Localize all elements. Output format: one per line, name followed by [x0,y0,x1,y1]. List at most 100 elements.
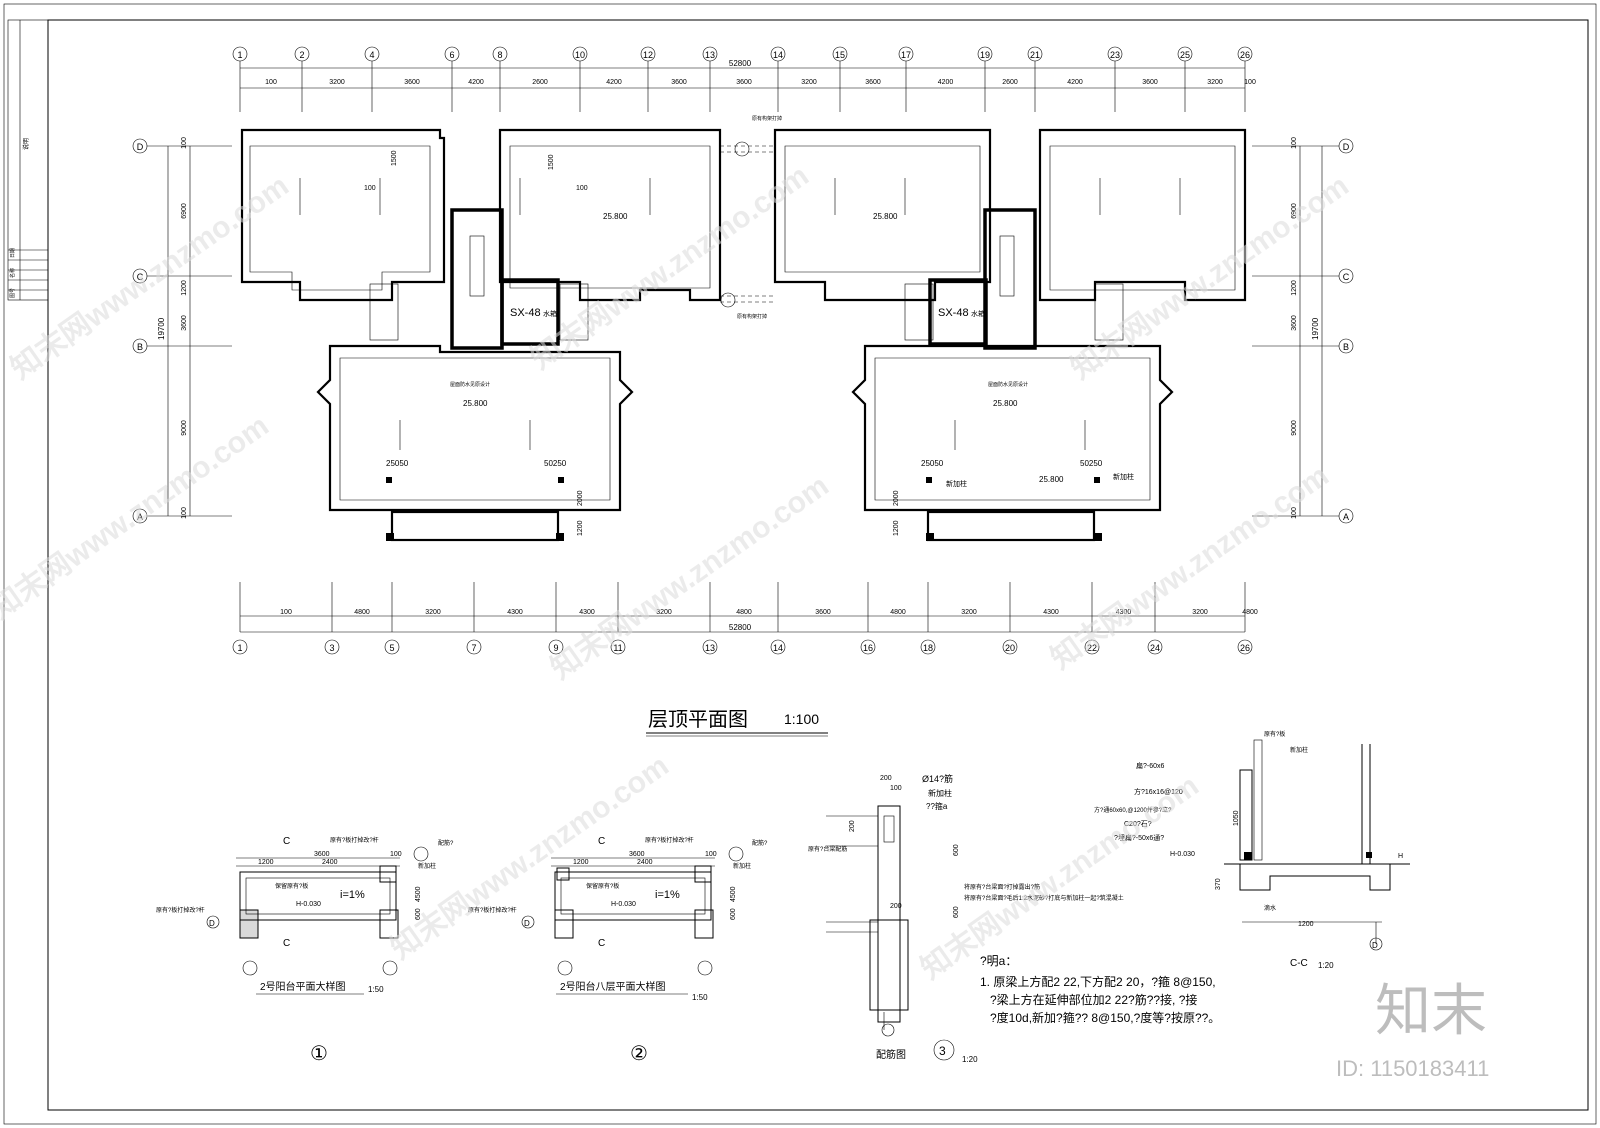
new-col-1: 新加柱 [946,479,967,488]
d3-n6: 将原有?台梁面?毛后1:2水泥砂?打底与新加柱一起?筑混凝土 [964,894,1124,902]
d2-sec-bottom: C [598,938,605,949]
elev-low-left-1: 25050 [386,459,409,468]
left-dim: 100 [181,137,188,149]
watermark-brand: 知末 [1375,979,1487,1042]
d1-note-a: 原有?板打掉改?杆 [330,836,379,844]
elev-low-right-2: 50250 [1080,459,1103,468]
axis-row-left: A [137,512,143,522]
top-dim: 2600 [1002,79,1018,86]
d2-scale: 1:50 [692,993,708,1002]
d2-600: 600 [730,908,737,920]
elevation-4: 25.800 [993,399,1018,408]
top-dim: 100 [265,79,277,86]
dim-2000-b: 2000 [893,490,900,506]
bottom-total-dim: 52800 [729,623,752,632]
left-total-dim: 19700 [157,317,166,340]
cc-axis: D [1372,941,1378,950]
roof-note-left: 屋面防水见原设计 [450,381,490,388]
d1-sec-top: C [283,836,290,847]
d3-200-b: 200 [849,820,856,832]
axis-bubble-top: 26 [1240,50,1250,60]
axis-bubble-top: 14 [773,50,783,60]
axis-bubble-bottom: 7 [471,643,476,653]
right-dim: 100 [1291,137,1298,149]
axis-bubble-top: 8 [497,50,502,60]
d2-slope: i=1% [655,889,680,901]
axis-row-right: B [1343,342,1349,352]
dim-1500-b: 1500 [548,154,555,170]
d3-scale: 1:20 [962,1055,978,1064]
watermark-site-8: 知末网www.znzmo.com [915,769,1205,986]
bottom-dim: 4300 [1043,609,1059,616]
d3-n3: ??箍a [926,801,948,811]
title-block: 说明 日期 名称 图号 [7,19,49,301]
cc-n2: 新加柱 [1290,746,1308,754]
watermark-site-1: 知末网www.znzmo.com [5,169,295,386]
cc-1050: 1050 [1233,810,1240,826]
dim-1200-b: 1200 [893,520,900,536]
new-col-2: 新加柱 [1113,472,1134,481]
axis-bubble-bottom: 1 [237,643,242,653]
axis-bubble-top: 21 [1030,50,1040,60]
watermarks: 知末网www.znzmo.com 知末网www.znzmo.com 知末网www… [0,159,1489,1081]
d1-axis: D [209,919,215,928]
watermark-site-2: 知末网www.znzmo.com [525,159,815,376]
cc-n7: ?埋扁?-50x6通? [1114,833,1164,842]
cc-n8: H-0.030 [1170,851,1195,858]
elevation-3: 25.800 [463,399,488,408]
d2-note-b: 原有?板打掉改?杆 [468,906,517,914]
watermark-site-4: 知末网www.znzmo.com [0,409,275,626]
top-dim: 4200 [1067,79,1083,86]
bottom-dim: 3200 [425,609,441,616]
outer-frame [3,3,1597,1125]
d2-100: 100 [705,851,717,858]
dim-100-a: 100 [364,185,376,192]
d3-600-b: 600 [953,906,960,918]
elevation-2: 25.800 [873,212,898,221]
cc-n1: 原有?板 [1264,730,1285,738]
axis-bubble-top: 17 [901,50,911,60]
axis-bubble-top: 13 [705,50,715,60]
cc-n5: 方?通60x60,@1200并参?立? [1094,806,1172,814]
d1-note-e: 配筋? [438,839,454,847]
bottom-dim: 4800 [890,609,906,616]
watermark-site-5: 知末网www.znzmo.com [545,469,835,686]
right-dim: 6900 [1291,203,1298,219]
d3-100-a: 100 [890,785,902,792]
dim-1200-a: 1200 [577,520,584,536]
axis-bubble-top: 10 [575,50,585,60]
axis-row-left: B [137,342,143,352]
section-cc [1224,739,1410,951]
elevation-5: 25.800 [1039,475,1064,484]
d3-200-a: 200 [880,775,892,782]
axis-bubble-bottom: 26 [1240,643,1250,653]
axis-bubble-top: 1 [237,50,242,60]
d1-scale: 1:50 [368,985,384,994]
axis-row-right: D [1343,142,1350,152]
d1-600: 600 [415,908,422,920]
d1-slope: i=1% [340,889,365,901]
d1-4500: 4500 [415,886,422,902]
plan-title: 层顶平面图 [648,709,748,731]
elev-low-left-2: 25050 [921,459,944,468]
d3-label: 配筋图 [876,1048,906,1061]
cc-n6: C20?石? [1124,820,1152,828]
title-cell-2: 日期 [10,248,16,258]
cc-label: C-C [1290,958,1308,969]
axis-bubble-top: 19 [980,50,990,60]
d1-label: 2号阳台平面大样图 [260,980,346,993]
notes-line-2: ?梁上方在延伸部位加2 22?筋??接, ?接 [990,992,1197,1007]
d3-n1: Ø14?筋 [922,773,953,784]
axis-bubble-top: 15 [835,50,845,60]
tank-label-left: SX-48 [510,307,541,319]
d1-1200: 1200 [258,859,274,866]
d1-sec-bottom: C [283,938,290,949]
right-dim: 9000 [1291,420,1298,436]
axis-bubble-top: 6 [449,50,454,60]
d3-num: 3 [939,1044,946,1058]
elev-low-right-1: 50250 [544,459,567,468]
d2-note-d: 新加柱 [733,862,751,870]
